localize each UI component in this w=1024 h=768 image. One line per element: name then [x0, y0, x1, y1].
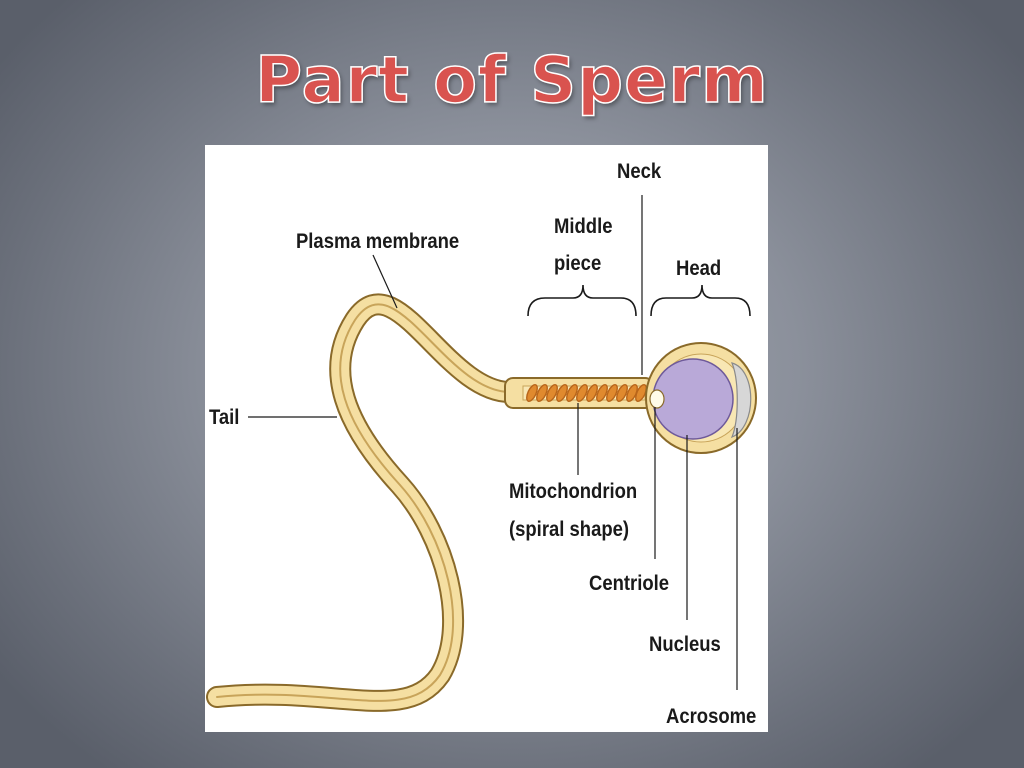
label-plasma-membrane: Plasma membrane	[296, 230, 459, 253]
label-centriole: Centriole	[589, 572, 669, 595]
sperm-diagram-svg: Neck Middle piece Head Plasma membrane T…	[206, 160, 757, 728]
label-head: Head	[676, 257, 721, 280]
sperm-diagram: Neck Middle piece Head Plasma membrane T…	[205, 145, 768, 732]
label-neck: Neck	[617, 160, 662, 183]
label-middle-piece-2: piece	[554, 252, 601, 275]
tail-axial-filament	[216, 303, 511, 702]
slide-title: Part of Sperm	[255, 43, 769, 119]
label-nucleus: Nucleus	[649, 633, 721, 656]
mitochondrion-spiral	[526, 383, 647, 403]
nucleus	[652, 358, 734, 440]
label-mitochondrion-1: Mitochondrion	[509, 480, 637, 503]
head-brace	[650, 284, 751, 317]
label-mitochondrion-2: (spiral shape)	[509, 518, 629, 541]
tail-fill	[208, 295, 519, 710]
label-tail: Tail	[209, 406, 239, 429]
centriole	[649, 389, 665, 409]
plasma-membrane-leader	[372, 254, 398, 309]
middle-piece-brace	[527, 284, 637, 317]
label-middle-piece-1: Middle	[554, 215, 612, 238]
acrosome	[730, 362, 752, 439]
label-acrosome: Acrosome	[666, 705, 756, 728]
